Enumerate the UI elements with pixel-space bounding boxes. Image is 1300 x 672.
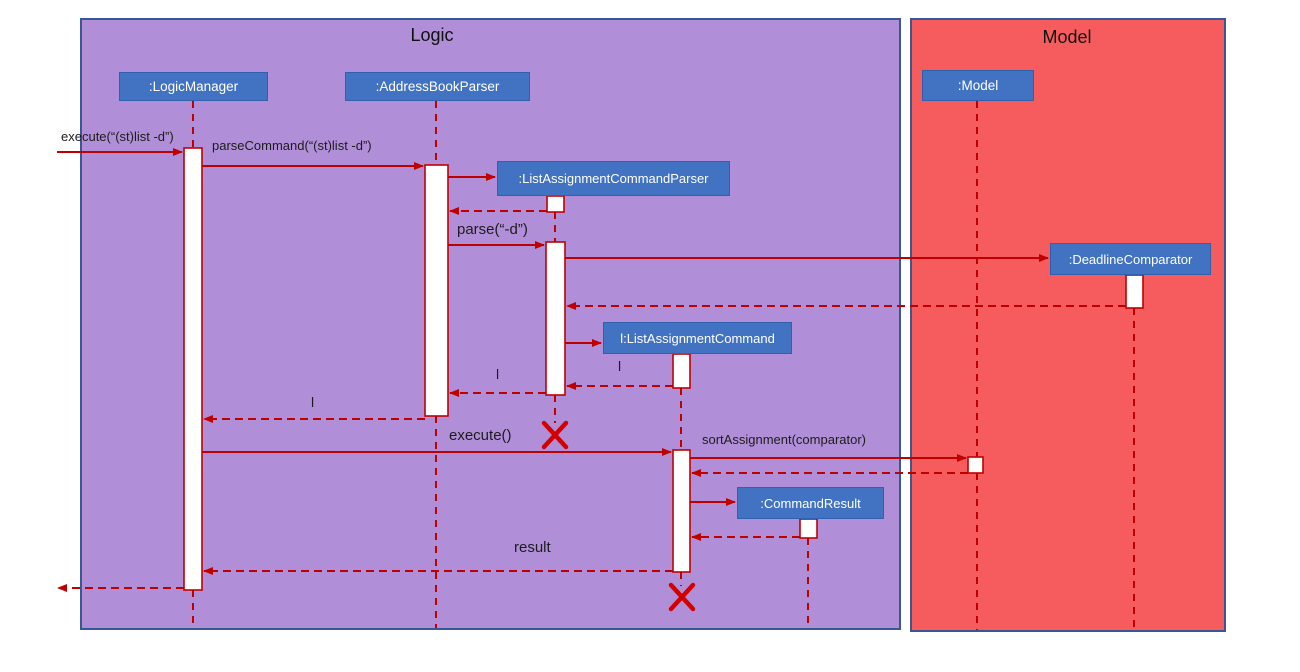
activation-logicmanager — [183, 147, 203, 591]
activation-deadlinecomparator — [1125, 274, 1144, 309]
activation-parser-parse — [545, 241, 566, 396]
logic-frame-title: Logic — [410, 25, 454, 45]
participant-deadlinecomparator: :DeadlineComparator — [1050, 243, 1211, 275]
label-execute-user: execute(“(st)list -d”) — [61, 129, 174, 144]
activation-parser-create — [546, 195, 565, 213]
label-parsecommand: parseCommand(“(st)list -d”) — [212, 138, 372, 153]
label-return-l-command: l — [618, 358, 622, 374]
model-frame-title: Model — [1042, 27, 1092, 47]
destroy-x-parser — [541, 420, 569, 450]
activation-command-create — [672, 353, 691, 389]
activation-addressbookparser — [424, 164, 449, 417]
model-frame — [910, 18, 1226, 632]
label-sortassignment: sortAssignment(comparator) — [702, 432, 866, 447]
activation-model — [967, 456, 984, 474]
activation-commandresult — [799, 518, 818, 539]
activation-command-execute — [672, 449, 691, 573]
label-execute: execute() — [449, 427, 512, 444]
participant-listassignmentcommandparser: :ListAssignmentCommandParser — [497, 161, 730, 196]
destroy-x-command — [668, 582, 696, 612]
label-parse: parse(“-d”) — [457, 221, 528, 238]
participant-model: :Model — [922, 70, 1034, 101]
label-result: result — [514, 539, 551, 556]
participant-logicmanager: :LogicManager — [119, 72, 268, 101]
label-return-l-abp: l — [311, 394, 315, 410]
label-return-l-parser: l — [496, 366, 500, 382]
participant-commandresult: :CommandResult — [737, 487, 884, 519]
participant-addressbookparser: :AddressBookParser — [345, 72, 530, 101]
participant-listassignmentcommand: l:ListAssignmentCommand — [603, 322, 792, 354]
